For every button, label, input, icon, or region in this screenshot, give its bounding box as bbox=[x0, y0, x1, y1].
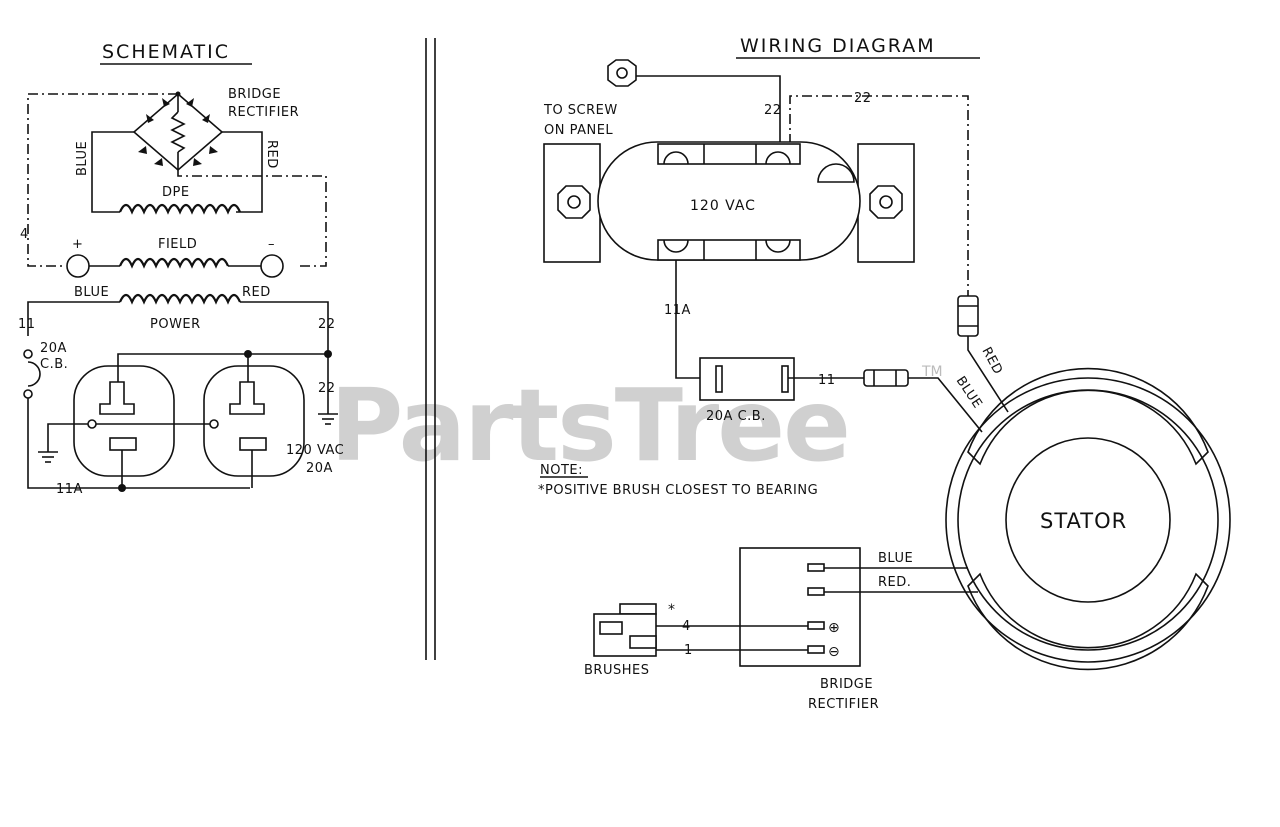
wiring-plus-symbol: ⊕ bbox=[828, 620, 841, 636]
bridge-rectifier-symbol bbox=[132, 91, 224, 172]
schematic-wire-22-bottom: 22 bbox=[318, 381, 336, 396]
wiring-minus-symbol: ⊖ bbox=[828, 644, 841, 660]
schematic-minus: – bbox=[268, 237, 275, 252]
wiring-wire-1: 1 bbox=[684, 643, 693, 658]
wire-dpe-to-field bbox=[177, 170, 327, 267]
wiring-receptacle-label: 120 VAC bbox=[690, 198, 756, 214]
wiring-to-screw-2: ON PANEL bbox=[544, 123, 613, 138]
schematic-wire-11: 11 bbox=[18, 317, 36, 332]
watermark-tm: TM bbox=[921, 364, 943, 380]
wire-red-to-stator bbox=[967, 336, 1009, 413]
power-coil bbox=[118, 293, 242, 305]
wiring-stator-label: STATOR bbox=[1040, 509, 1127, 533]
wiring-bridge-label-1: BRIDGE bbox=[820, 677, 873, 692]
cb-arc bbox=[27, 361, 41, 387]
wire-11a bbox=[675, 260, 702, 379]
schematic-outlet-rating-1: 120 VAC bbox=[286, 443, 344, 458]
schematic-cb-label-2: C.B. bbox=[40, 357, 68, 372]
wire-11-power bbox=[27, 301, 120, 336]
wiring-cb-label: 20A C.B. bbox=[706, 409, 766, 424]
connector-11 bbox=[863, 369, 909, 387]
stator-symbol bbox=[945, 367, 1231, 671]
wiring-wire-4: 4 bbox=[682, 619, 691, 634]
wire-4-loop bbox=[27, 93, 178, 267]
duplex-outlet-2 bbox=[203, 365, 305, 488]
schematic-blue-label: BLUE bbox=[74, 285, 109, 300]
cb-terminal-top bbox=[23, 349, 33, 359]
connector-22-red bbox=[957, 295, 979, 337]
schematic-blue-vertical: BLUE bbox=[75, 141, 90, 176]
wiring-wire-22-a: 22 bbox=[764, 103, 782, 118]
schematic-plus: + bbox=[72, 237, 83, 252]
schematic-dpe-label: DPE bbox=[162, 185, 190, 200]
schematic-wire-22-top: 22 bbox=[318, 317, 336, 332]
wiring-wire-11a: 11A bbox=[664, 303, 691, 318]
wire-22-power bbox=[240, 301, 329, 354]
wiring-asterisk: * bbox=[668, 602, 676, 618]
wire-22-to-screw bbox=[636, 75, 781, 144]
wiring-wire-11: 11 bbox=[818, 373, 836, 388]
field-coil bbox=[118, 257, 230, 269]
wire-red-dpe bbox=[222, 131, 263, 213]
schematic-cb-label-1: 20A bbox=[40, 341, 67, 356]
duplex-outlet-1 bbox=[73, 365, 175, 488]
wiring-title: WIRING DIAGRAM bbox=[740, 35, 936, 57]
schematic-outlet-rating-2: 20A bbox=[306, 461, 333, 476]
bridge-rectifier-box bbox=[739, 547, 861, 667]
schematic-section: SCHEMATIC BRIDGE RECTIFIER 4 BLUE RED DP… bbox=[18, 41, 344, 497]
schematic-bridge-label-1: BRIDGE bbox=[228, 87, 281, 102]
wire-blue-to-stator bbox=[908, 377, 983, 433]
wiring-wire-22-b: 22 bbox=[854, 91, 872, 106]
schematic-power-label: POWER bbox=[150, 317, 201, 332]
brushes-symbol bbox=[593, 603, 657, 657]
schematic-field-label: FIELD bbox=[158, 237, 197, 252]
receptacle-120vac bbox=[543, 141, 915, 263]
wiring-brushes-label: BRUSHES bbox=[584, 663, 649, 678]
schematic-wire-4: 4 bbox=[20, 227, 29, 242]
wiring-note-text: *POSITIVE BRUSH CLOSEST TO BEARING bbox=[538, 483, 818, 498]
schematic-wire-11a: 11A bbox=[56, 482, 83, 497]
field-brush-negative bbox=[260, 254, 284, 278]
schematic-bridge-label-2: RECTIFIER bbox=[228, 105, 299, 120]
schematic-red-vertical: RED bbox=[264, 140, 279, 169]
cb-terminal-bottom bbox=[23, 389, 33, 399]
circuit-breaker-20a bbox=[699, 357, 795, 401]
schematic-red-label: RED bbox=[242, 285, 271, 300]
wire-22-to-stator bbox=[789, 95, 969, 296]
wire-blue-dpe bbox=[91, 131, 134, 213]
wiring-note-title: NOTE: bbox=[540, 463, 583, 478]
schematic-title: SCHEMATIC bbox=[102, 41, 230, 63]
wiring-to-screw-1: TO SCREW bbox=[543, 103, 618, 118]
wiring-blue-label: BLUE bbox=[953, 374, 985, 412]
wire-22-bus bbox=[117, 353, 328, 382]
wiring-bridge-label-2: RECTIFIER bbox=[808, 697, 879, 712]
wire-11a bbox=[27, 398, 250, 489]
wiring-red-lead: RED. bbox=[878, 575, 911, 590]
dpe-coil bbox=[118, 203, 242, 215]
field-brush-positive bbox=[66, 254, 90, 278]
wiring-blue-lead: BLUE bbox=[878, 551, 913, 566]
